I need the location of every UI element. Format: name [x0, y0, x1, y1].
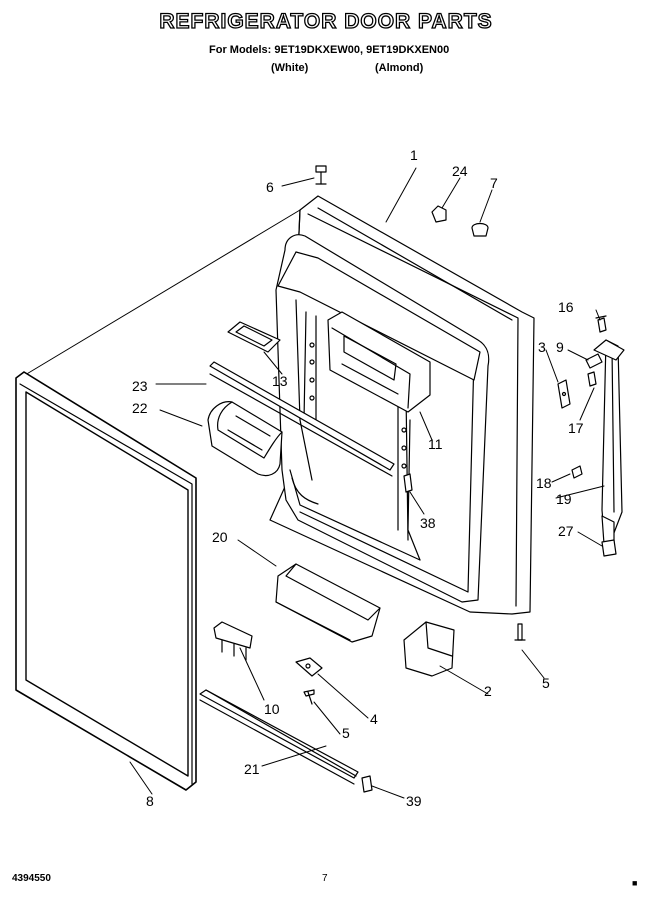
- door-bin-part: [275, 563, 381, 643]
- callout-13: 13: [272, 373, 288, 389]
- top-hinge-screw-part: [315, 165, 327, 185]
- callout-19: 19: [556, 491, 572, 507]
- callout-21: 21: [244, 761, 260, 777]
- callout-10: 10: [264, 701, 280, 717]
- callout-1: 1: [410, 147, 418, 163]
- bottom-guard-part: [403, 621, 455, 677]
- callout-9: 9: [556, 339, 564, 355]
- callout-23: 23: [132, 378, 148, 394]
- callout-8: 8: [146, 793, 154, 809]
- dairy-compartment-part: [327, 311, 431, 413]
- door-gasket-part: [15, 371, 197, 791]
- callout-39: 39: [406, 793, 422, 809]
- hinge-bracket-part: [213, 621, 253, 661]
- callout-24: 24: [452, 163, 468, 179]
- page-title: REFRIGERATOR DOOR PARTS: [159, 9, 493, 33]
- callout-22: 22: [132, 400, 148, 416]
- color-white-label: (White): [271, 62, 309, 74]
- butter-door-part: [227, 321, 281, 353]
- callout-6: 6: [266, 179, 274, 195]
- callout-labels: 1 24 7 6 16 3 9 23 13 22 11 17 18 19 38 …: [132, 147, 584, 809]
- shelf-bar-part: [209, 361, 395, 477]
- callout-3: 3: [538, 339, 546, 355]
- callout-7: 7: [490, 175, 498, 191]
- document-number: 4394550: [12, 873, 51, 884]
- callout-2: 2: [484, 683, 492, 699]
- callout-4: 4: [370, 711, 378, 727]
- callout-17: 17: [568, 420, 584, 436]
- bottom-hinge-part: [295, 657, 323, 705]
- hinge-screw-part: [514, 623, 526, 641]
- callout-16: 16: [558, 299, 574, 315]
- leader-lines: [129, 167, 605, 799]
- shelf-bracket-part: [403, 473, 413, 493]
- callout-20: 20: [212, 529, 228, 545]
- corner-mark: ■: [632, 878, 638, 888]
- callout-27: 27: [558, 523, 574, 539]
- page-number: 7: [322, 873, 328, 884]
- color-almond-label: (Almond): [375, 62, 424, 74]
- model-numbers: For Models: 9ET19DKXEW00, 9ET19DKXEN00: [209, 44, 450, 56]
- utility-bin-part: [207, 401, 283, 477]
- hinge-cap-part: [431, 205, 489, 237]
- callout-5-right: 5: [542, 675, 550, 691]
- trim-strip-part: [199, 689, 359, 785]
- clip-part: [361, 775, 373, 793]
- callout-11: 11: [428, 436, 443, 452]
- handle-hardware-part: [557, 315, 617, 557]
- callout-38: 38: [420, 515, 436, 531]
- door-handle-part: [593, 339, 625, 549]
- callout-5-left: 5: [342, 725, 350, 741]
- callout-18: 18: [536, 475, 552, 491]
